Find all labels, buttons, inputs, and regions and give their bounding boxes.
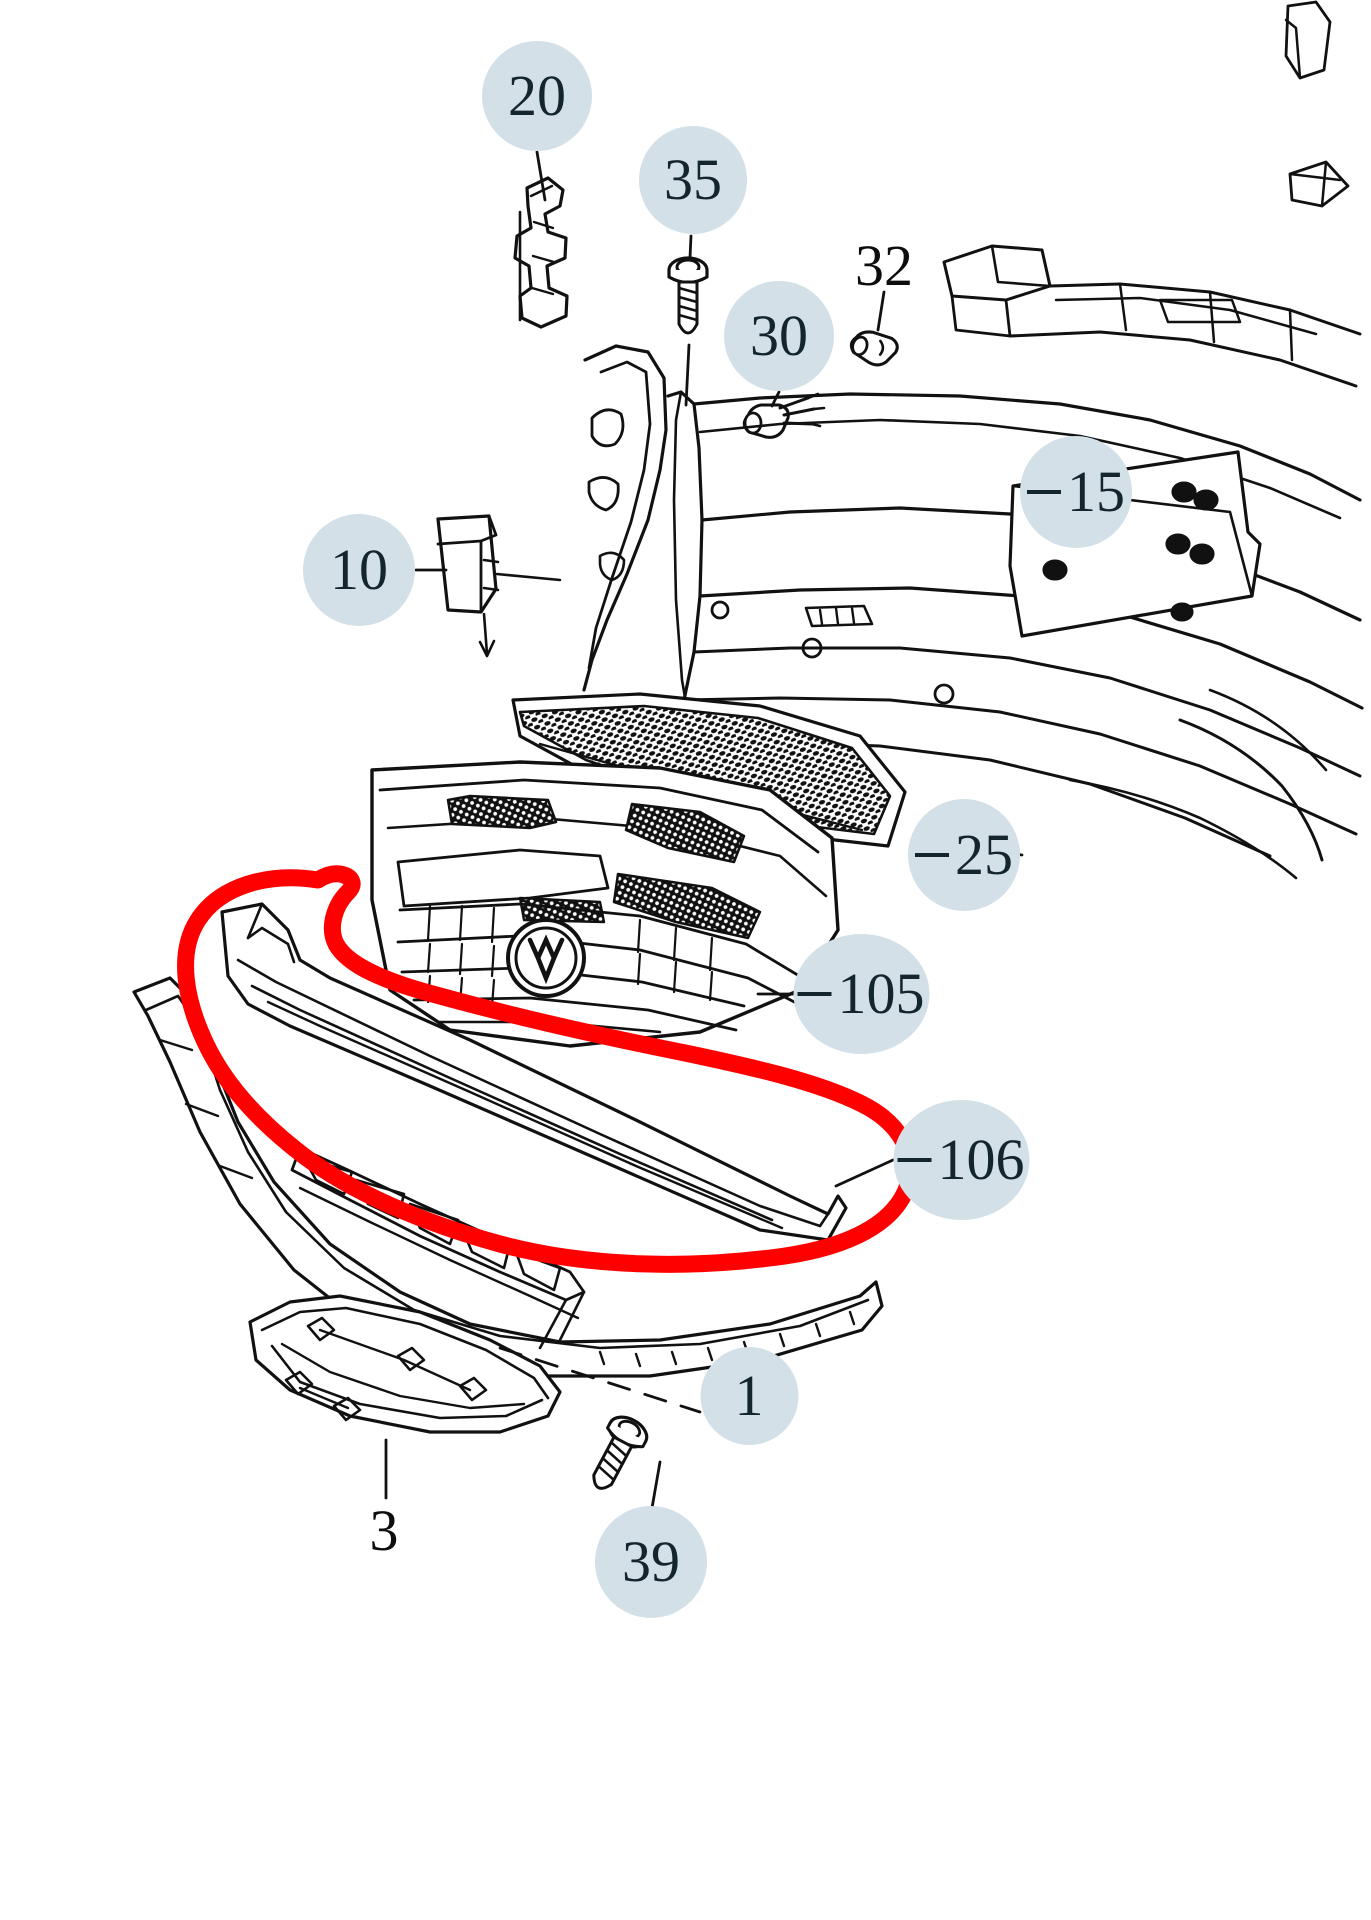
callout-number-10: 10 [330, 537, 388, 602]
part-32-rivet-art [849, 330, 899, 367]
callout-3[interactable]: 3 [370, 1502, 399, 1560]
callout-number-105: 105 [837, 961, 925, 1026]
callout-39[interactable]: 39 [595, 1506, 707, 1618]
impact-beam-art [942, 0, 1362, 388]
callout-number-39: 39 [622, 1529, 680, 1594]
callout-number-32: 32 [855, 233, 913, 298]
callout-number-15: 15 [1067, 459, 1125, 524]
callout-105[interactable]: 105 [793, 934, 929, 1054]
callout-number-20: 20 [508, 63, 566, 128]
callout-number-25: 25 [955, 822, 1013, 887]
callout-bubble-10 [303, 514, 415, 626]
callout-number-1: 1 [734, 1363, 764, 1428]
callout-1[interactable]: 1 [700, 1347, 798, 1445]
part-10-cap-art [436, 514, 500, 614]
callout-leader-dash-15 [1027, 490, 1061, 494]
callout-leader-dash-106 [897, 1158, 932, 1162]
callout-number-3: 3 [369, 1498, 399, 1563]
part-20-bracket-art [513, 176, 569, 329]
callout-bubble-30 [724, 281, 834, 391]
callout-number-30: 30 [750, 303, 808, 368]
front-bumper-cover-upper-art [582, 344, 1364, 880]
callout-bubble-35 [639, 126, 747, 234]
part-39-screw-art [592, 1415, 649, 1490]
callout-30[interactable]: 30 [724, 281, 834, 391]
callout-32[interactable]: 32 [855, 237, 913, 295]
callout-106[interactable]: 106 [893, 1100, 1029, 1220]
callout-bubble-20 [482, 41, 592, 151]
callout-leader-dash-105 [797, 992, 832, 996]
callout-20[interactable]: 20 [482, 41, 592, 151]
callout-10[interactable]: 10 [303, 514, 415, 626]
callout-bubble-1 [700, 1347, 798, 1445]
callout-number-35: 35 [664, 147, 722, 212]
part-106-trim-strip-art [220, 902, 848, 1242]
callout-35[interactable]: 35 [639, 126, 747, 234]
part-3-air-guide-art [248, 1294, 562, 1434]
callout-leader-dash-25 [915, 853, 949, 857]
callout-bubble-39 [595, 1506, 707, 1618]
callout-25[interactable]: 25 [908, 799, 1020, 911]
part-25-mesh-grille-art [511, 692, 907, 848]
callout-number-106: 106 [937, 1127, 1025, 1192]
callout-15[interactable]: 15 [1020, 436, 1132, 548]
